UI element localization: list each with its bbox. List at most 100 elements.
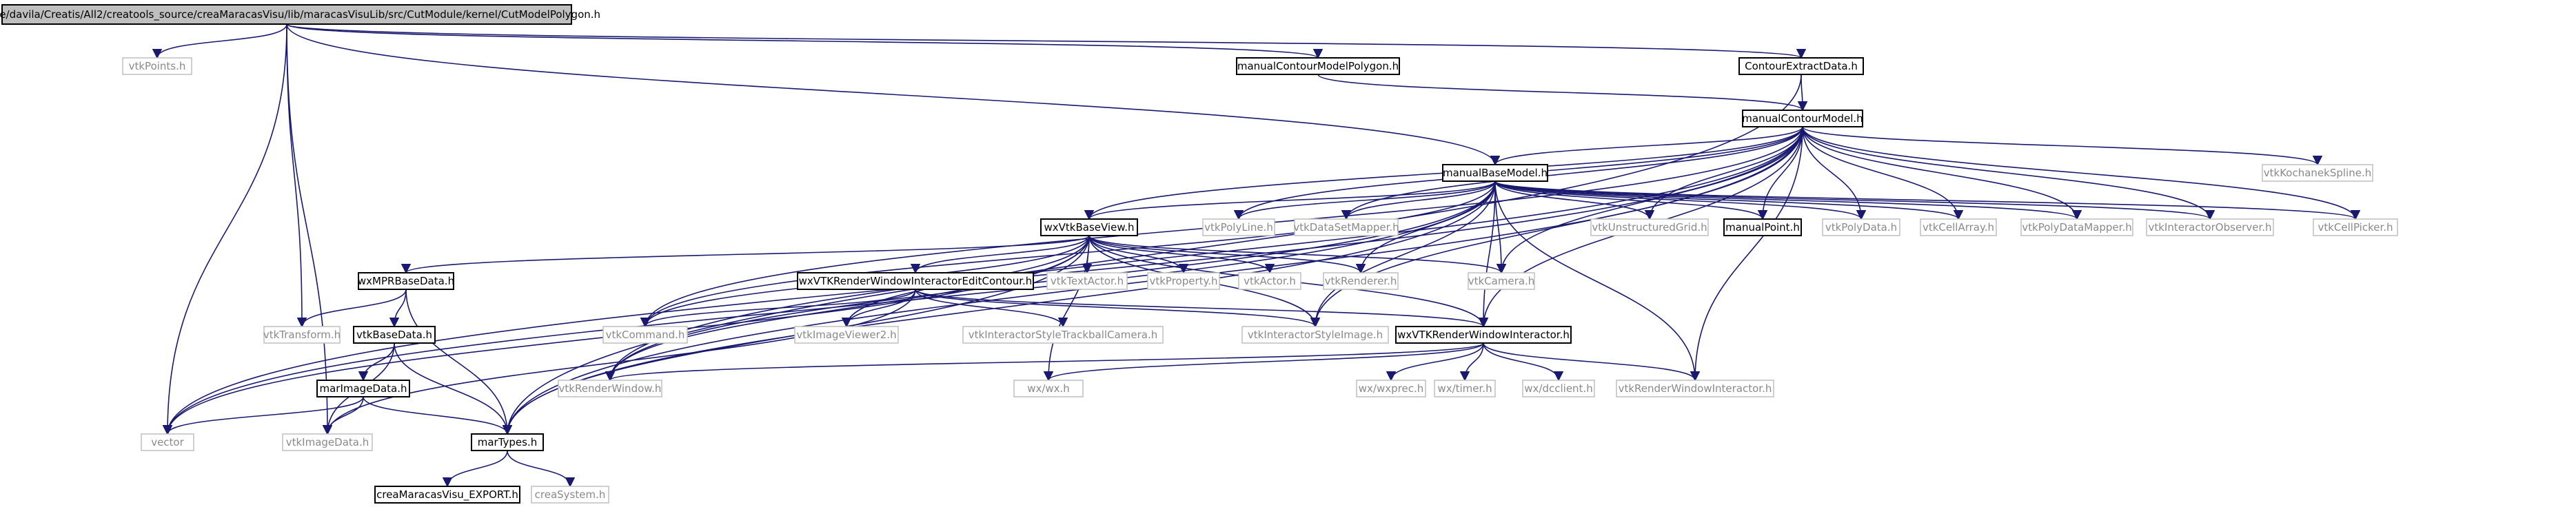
- node-vtk-text-actor: vtkTextActor.h: [1046, 272, 1128, 290]
- node-box: [962, 326, 1164, 344]
- node-label: wx/wx.h: [1027, 382, 1070, 395]
- node-label: manualPoint.h: [1725, 221, 1800, 234]
- node-mar-types[interactable]: marTypes.h: [471, 433, 544, 451]
- node-label: manualBaseModel.h: [1443, 167, 1548, 179]
- edge-manual-contour-model-to-vtk-cell-picker: [1802, 126, 2361, 220]
- node-label: vtkPolyData.h: [1825, 221, 1897, 234]
- edge-contour-extract-data-to-manual-contour-model: [1797, 74, 1808, 112]
- node-vtk-render-window: vtkRenderWindow.h: [558, 380, 662, 397]
- node-mar-image-data[interactable]: marImageData.h: [316, 380, 410, 397]
- node-contour-extract-data[interactable]: ContourExtractData.h: [1738, 57, 1864, 75]
- node-label: wxVtkBaseView.h: [1044, 221, 1135, 234]
- edge-wx-vtkrender-window-interactor-edit-contour-to-vtk-interactor-style-trackball-camera: [915, 289, 1068, 328]
- node-label: vtkInteractorStyleTrackballCamera.h: [968, 329, 1157, 341]
- edge-wx-vtk-base-view-to-vtk-property: [1088, 235, 1189, 274]
- node-vtk-data-set-mapper: vtkDataSetMapper.h: [1293, 218, 1399, 236]
- node-wx-vtkrender-window-interactor[interactable]: wxVTKRenderWindowInteractor.h: [1395, 326, 1572, 344]
- node-manual-base-model[interactable]: manualBaseModel.h: [1442, 164, 1548, 182]
- node-box: [1238, 272, 1301, 290]
- node-crea-maracas-visu-export[interactable]: creaMaracasVisu_EXPORT.h: [374, 486, 520, 504]
- edge-wx-vtkrender-window-interactor-edit-contour-to-vtk-image-data: [322, 289, 916, 435]
- edge-vtk-base-data-to-mar-types: [394, 342, 513, 435]
- node-crea-system: creaSystem.h: [531, 486, 609, 504]
- node-box: [1723, 218, 1802, 236]
- node-wxtimer: wx/timer.h: [1434, 380, 1496, 397]
- edge-manual-base-model-to-vtk-cell-array: [1494, 180, 1963, 220]
- node-box: [1236, 57, 1400, 75]
- edge-wx-vtk-base-view-to-wx-vtkrender-window-interactor-edit-contour: [910, 235, 1090, 274]
- edge-manual-base-model-to-vtk-command: [640, 180, 1496, 328]
- edge-root-to-manual-contour-model-polygon: [286, 23, 1323, 59]
- node-wx-vtk-base-view[interactable]: wxVtkBaseView.h: [1040, 218, 1138, 236]
- node-label: wxMPRBaseData.h: [358, 275, 454, 287]
- node-label: wxVTKRenderWindowInteractor.h: [1397, 329, 1570, 341]
- node-label: vtkCommand.h: [606, 329, 685, 341]
- node-label: wx/timer.h: [1437, 382, 1492, 395]
- node-box: [263, 326, 341, 344]
- node-manual-point[interactable]: manualPoint.h: [1723, 218, 1802, 236]
- edge-mar-image-data-to-vector: [162, 396, 364, 435]
- node-manual-contour-model-polygon[interactable]: manualContourModelPolygon.h: [1236, 57, 1400, 75]
- node-vtk-poly-data: vtkPolyData.h: [1822, 218, 1900, 236]
- edge-manual-contour-model-polygon-to-manual-contour-model: [1317, 74, 1807, 112]
- node-label: vtkBaseData.h: [356, 329, 432, 341]
- edge-manual-contour-model-to-vtk-unstructured-grid: [1644, 126, 1803, 220]
- node-vtk-unstructured-grid: vtkUnstructuredGrid.h: [1590, 218, 1709, 236]
- node-label: creaSystem.h: [535, 488, 606, 501]
- node-vtk-poly-data-mapper: vtkPolyDataMapper.h: [2020, 218, 2133, 236]
- edge-manual-base-model-to-vtk-interactor-style-image: [1310, 180, 1496, 328]
- node-label: vtkProperty.h: [1149, 275, 1217, 287]
- edge-vtk-base-data-to-mar-image-data: [358, 342, 395, 382]
- node-vtk-interactor-observer: vtkInteractorObserver.h: [2146, 218, 2274, 236]
- node-box: [1294, 218, 1399, 236]
- edge-mar-types-to-crea-system: [507, 450, 576, 488]
- node-manual-contour-model[interactable]: manualContourModel.h: [1742, 110, 1863, 127]
- node-wx-vtkrender-window-interactor-edit-contour[interactable]: wxVTKRenderWindowInteractorEditContour.h: [797, 272, 1034, 290]
- node-box: [1738, 57, 1864, 75]
- edge-manual-base-model-to-vtk-poly-line: [1233, 180, 1496, 220]
- node-vtk-transform: vtkTransform.h: [263, 326, 341, 344]
- node-label: vtkRenderWindowInteractor.h: [1619, 382, 1772, 395]
- edge-root-to-vtk-points: [152, 23, 287, 59]
- node-label: vtkInteractorStyleImage.h: [1248, 329, 1383, 341]
- node-label: vtkCellPicker.h: [2318, 221, 2393, 234]
- edge-wx-vtk-base-view-to-vtk-render-window: [605, 235, 1090, 382]
- node-box: [1046, 272, 1128, 290]
- node-box: [353, 326, 436, 344]
- node-label: creaMaracasVisu_EXPORT.h: [376, 488, 518, 501]
- node-label: vtkUnstructuredGrid.h: [1592, 221, 1707, 234]
- edge-manual-base-model-to-wx-vtk-base-view: [1084, 180, 1496, 220]
- edge-manual-base-model-to-vtk-poly-data: [1494, 180, 1866, 220]
- edge-wx-vtk-base-view-to-wx-mprbase-data: [401, 235, 1090, 274]
- node-label: vtkKochanekSpline.h: [2264, 167, 2371, 179]
- edge-mar-types-to-crea-maracas-visu-export: [442, 450, 508, 488]
- node-label: /home/davila/Creatis/All2/creatools_sour…: [0, 8, 600, 21]
- edge-manual-contour-model-to-vtk-data-set-mapper: [1341, 126, 1803, 220]
- edge-manual-base-model-to-vtk-poly-data-mapper: [1494, 180, 2082, 220]
- edge-wx-mprbase-data-to-mar-types: [405, 289, 513, 435]
- node-box: [1616, 380, 1774, 397]
- node-wxwx: wx/wx.h: [1013, 380, 1084, 397]
- node-box: [1356, 380, 1426, 397]
- edge-manual-base-model-to-vtk-interactor-observer: [1494, 180, 2215, 220]
- node-label: vtkDataSetMapper.h: [1293, 221, 1399, 234]
- edge-manual-base-model-to-vtk-data-set-mapper: [1341, 180, 1496, 220]
- node-box: [1434, 380, 1496, 397]
- root-file-node[interactable]: /home/davila/Creatis/All2/creatools_sour…: [0, 4, 600, 25]
- edge-wx-vtk-base-view-to-vtk-renderer: [1088, 235, 1366, 274]
- node-wx-mprbase-data[interactable]: wxMPRBaseData.h: [358, 272, 454, 290]
- node-box: [1920, 218, 1997, 236]
- edge-manual-contour-model-to-vtk-poly-data: [1802, 126, 1867, 220]
- node-box: [794, 326, 899, 344]
- node-vtk-base-data[interactable]: vtkBaseData.h: [353, 326, 436, 344]
- node-box: [1202, 218, 1275, 236]
- edge-root-to-contour-extract-data: [286, 23, 1806, 59]
- node-label: ContourExtractData.h: [1745, 60, 1858, 72]
- edge-contour-extract-data-to-mar-types: [502, 74, 1802, 435]
- edge-wx-vtk-base-view-to-vtk-actor: [1088, 235, 1275, 274]
- node-vtk-cell-array: vtkCellArray.h: [1920, 218, 1997, 236]
- edge-wx-mprbase-data-to-vtk-transform: [296, 289, 407, 328]
- node-vtk-kochanek-spline: vtkKochanekSpline.h: [2262, 164, 2373, 182]
- node-vector: vector: [141, 433, 194, 451]
